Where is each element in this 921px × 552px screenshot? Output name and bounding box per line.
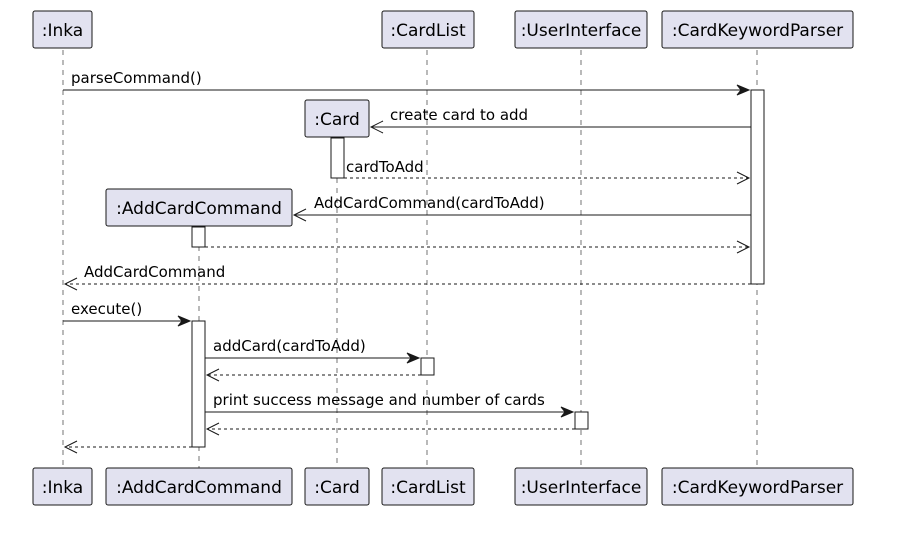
message-add-card-command-return: AddCardCommand bbox=[63, 263, 751, 291]
participant-label: :CardKeywordParser bbox=[672, 21, 843, 41]
participant-card-created: :Card bbox=[304, 99, 370, 138]
participant-label: :AddCardCommand bbox=[116, 478, 282, 498]
message-add-card-command-created-return bbox=[205, 240, 751, 254]
participants-bottom: :Inka :AddCardCommand :Card :CardList :U… bbox=[32, 467, 854, 506]
message-label: addCard(cardToAdd) bbox=[213, 337, 366, 355]
participant-label: :Inka bbox=[42, 21, 83, 41]
participants-top: :Inka :CardList :UserInterface :CardKeyw… bbox=[32, 10, 854, 227]
message-label: parseCommand() bbox=[71, 69, 202, 87]
participant-label: :CardList bbox=[390, 478, 466, 498]
message-execute: execute() bbox=[63, 300, 192, 327]
participant-user-interface-bottom: :UserInterface bbox=[514, 467, 648, 506]
participant-card-bottom: :Card bbox=[304, 467, 370, 506]
activations bbox=[191, 89, 765, 448]
message-add-card-command-create: AddCardCommand(cardToAdd) bbox=[292, 194, 751, 222]
message-label: print success message and number of card… bbox=[213, 391, 545, 409]
participant-card-list-top: :CardList bbox=[381, 10, 475, 49]
message-label: execute() bbox=[71, 300, 142, 318]
messages: parseCommand() create card to add cardTo… bbox=[63, 69, 751, 454]
participant-inka-bottom: :Inka bbox=[32, 467, 93, 506]
activation-add-card-command-create bbox=[191, 226, 206, 248]
participant-card-keyword-parser-top: :CardKeywordParser bbox=[661, 10, 854, 49]
message-execute-return bbox=[63, 440, 192, 454]
message-label: create card to add bbox=[390, 106, 528, 124]
participant-label: :CardKeywordParser bbox=[672, 478, 843, 498]
participant-card-keyword-parser-bottom: :CardKeywordParser bbox=[661, 467, 854, 506]
activation-card bbox=[330, 137, 345, 179]
participant-label: :Card bbox=[314, 478, 360, 498]
participant-label: :Inka bbox=[42, 478, 83, 498]
participant-card-list-bottom: :CardList bbox=[381, 467, 475, 506]
participant-label: :Card bbox=[314, 110, 360, 130]
message-parse-command: parseCommand() bbox=[63, 69, 751, 96]
message-label: cardToAdd bbox=[346, 158, 424, 176]
message-card-to-add-return: cardToAdd bbox=[344, 158, 751, 185]
activation-user-interface bbox=[574, 411, 589, 430]
participant-label: :CardList bbox=[390, 21, 466, 41]
participant-add-card-command-bottom: :AddCardCommand bbox=[105, 467, 293, 506]
message-print-success: print success message and number of card… bbox=[205, 391, 575, 418]
participant-add-card-command-created: :AddCardCommand bbox=[105, 188, 293, 227]
message-add-card: addCard(cardToAdd) bbox=[205, 337, 421, 364]
message-label: AddCardCommand(cardToAdd) bbox=[314, 194, 545, 212]
participant-label: :UserInterface bbox=[521, 21, 642, 41]
activation-card-list bbox=[420, 357, 435, 376]
message-label: AddCardCommand bbox=[84, 263, 225, 281]
participant-inka-top: :Inka bbox=[32, 10, 93, 49]
message-add-card-return bbox=[205, 368, 421, 382]
participant-label: :AddCardCommand bbox=[116, 199, 282, 219]
activation-parser bbox=[750, 89, 765, 285]
message-create-card: create card to add bbox=[369, 106, 751, 134]
participant-label: :UserInterface bbox=[521, 478, 642, 498]
participant-user-interface-top: :UserInterface bbox=[514, 10, 648, 49]
message-print-success-return bbox=[205, 422, 575, 436]
activation-add-card-command-execute bbox=[191, 320, 206, 448]
